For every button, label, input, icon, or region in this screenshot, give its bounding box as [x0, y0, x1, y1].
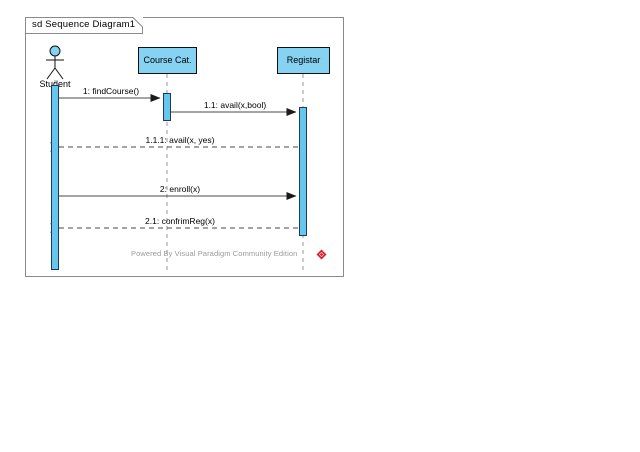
visual-paradigm-diamond-icon — [316, 249, 327, 260]
lifeline-head-course-cat[interactable]: Course Cat. — [138, 47, 197, 74]
activation-bar-student[interactable] — [51, 85, 59, 270]
activation-bar-registar[interactable] — [299, 107, 307, 236]
watermark-text: Powered By Visual Paradigm Community Edi… — [131, 249, 298, 258]
lifeline-head-registar[interactable]: Registar — [277, 47, 330, 74]
message-label-1: 1: findCourse() — [82, 86, 140, 96]
diagram-frame-tab — [25, 17, 143, 34]
lifeline-head-registar-label: Registar — [286, 54, 321, 65]
message-label-2-1: 2.1: confrimReg(x) — [145, 216, 215, 226]
diagram-title: sd Sequence Diagram1 — [32, 19, 136, 30]
message-label-1-1-1: 1.1.1: avail(x, yes) — [145, 135, 215, 145]
message-label-2: 2: enroll(x) — [159, 184, 201, 194]
actor-label-student: Student — [39, 79, 71, 89]
activation-bar-course-cat[interactable] — [163, 93, 171, 121]
actor-student-figure — [46, 45, 64, 80]
lifeline-head-course-cat-label: Course Cat. — [143, 54, 192, 65]
message-label-1-1: 1.1: avail(x,bool) — [203, 100, 267, 110]
